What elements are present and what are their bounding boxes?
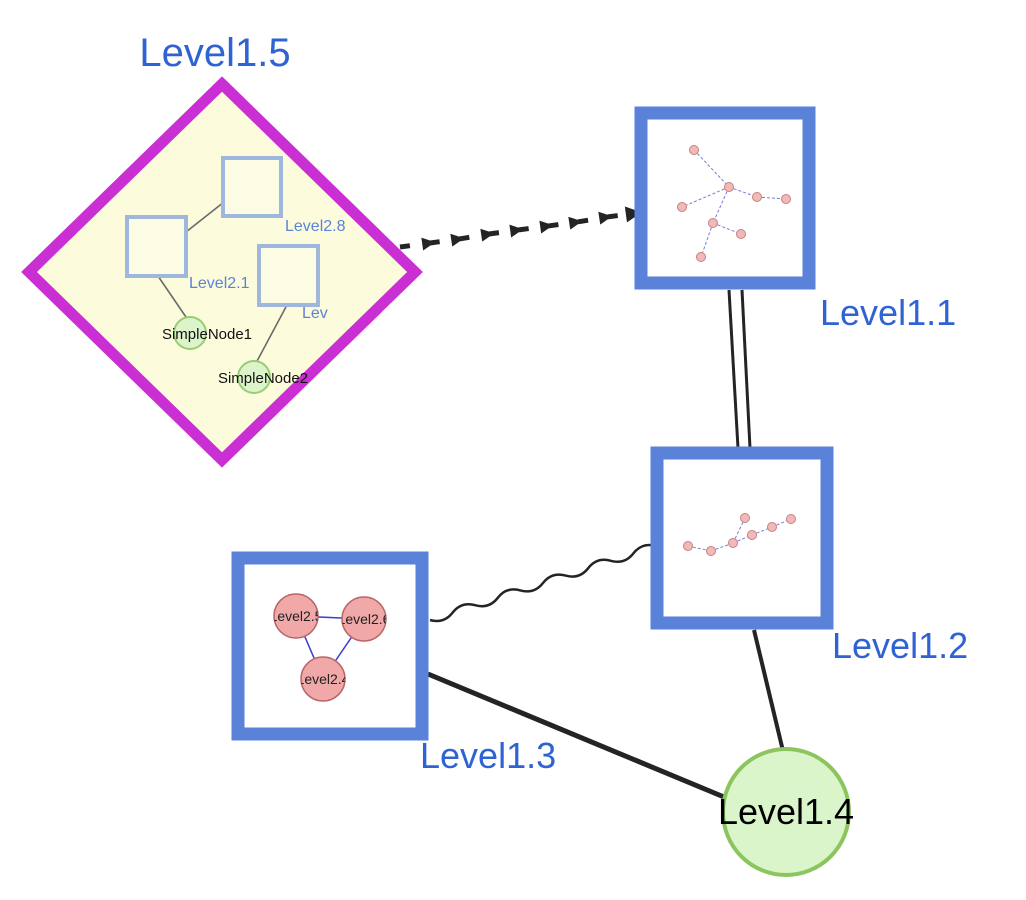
node-level2-6[interactable]: Level2.6 (338, 596, 391, 642)
node-level2-6-label: Level2.6 (338, 611, 391, 627)
node-level1-3-shape[interactable] (231, 551, 429, 741)
mini-node-dot[interactable] (740, 513, 750, 523)
mini-node-dot[interactable] (786, 514, 796, 524)
node-level1-2-shape[interactable] (650, 446, 834, 630)
mini-edge (681, 186, 730, 208)
node-level2-4-label: Level2.4 (297, 671, 350, 687)
edge-level1-5-to-level1-1-dashed-arrow[interactable] (399, 206, 642, 251)
mini-edge (710, 542, 734, 552)
node-level2-1-label: Level2.1 (189, 275, 250, 292)
node-level1-1-label: Level1.1 (820, 292, 956, 333)
mini-edge (700, 222, 714, 258)
node-level2-5[interactable]: Level2.5 (270, 593, 323, 639)
mini-edge (712, 186, 730, 224)
mini-node-dot[interactable] (781, 194, 791, 204)
node-simplenode2-label: SimpleNode2 (218, 370, 308, 387)
node-level2-5-shape[interactable] (273, 593, 319, 639)
node-level1-5-label: Level1.5 (139, 31, 290, 75)
node-level1-3[interactable]: Level2.5 Level2.6 Level2.4 Level1.3 (231, 551, 556, 776)
mini-node-dot[interactable] (724, 182, 734, 192)
mini-node-dot[interactable] (706, 546, 716, 556)
node-level1-4-shape[interactable] (721, 747, 851, 877)
edge-level2-1-to-level2-8 (185, 201, 225, 233)
mini-edge (712, 222, 742, 235)
mini-node-dot[interactable] (683, 541, 693, 551)
mini-node-dot[interactable] (696, 252, 706, 262)
node-level2-8-shape[interactable] (221, 156, 283, 218)
edge-level2-1-to-simplenode1 (157, 275, 189, 321)
mini-node-dot[interactable] (677, 202, 687, 212)
node-level2-1[interactable]: Level2.1 (125, 215, 250, 292)
mini-edge (693, 149, 730, 188)
node-level1-2-label: Level1.2 (832, 625, 968, 666)
node-level1-2-minigraph (683, 513, 796, 556)
edge-level2-lev-to-simplenode2 (255, 304, 288, 364)
mini-node-dot[interactable] (708, 218, 718, 228)
node-level2-6-shape[interactable] (341, 596, 387, 642)
node-simplenode1-label: SimpleNode1 (162, 326, 252, 343)
node-level2-8[interactable]: Level2.8 (221, 156, 346, 235)
mini-node-dot[interactable] (728, 538, 738, 548)
mini-node-dot[interactable] (689, 145, 699, 155)
node-level2-lev-label: Lev (302, 305, 328, 322)
mini-node-dot[interactable] (747, 530, 757, 540)
node-simplenode2[interactable]: SimpleNode2 (218, 360, 308, 394)
node-level2-lev[interactable]: Lev (257, 244, 328, 322)
node-level1-1-shape[interactable] (634, 106, 816, 290)
mini-node-dot[interactable] (767, 522, 777, 532)
mini-edge (687, 545, 712, 552)
node-level1-5-shape[interactable] (21, 76, 423, 468)
double-edge-line-2 (740, 289, 752, 449)
node-level2-lev-shape[interactable] (257, 244, 320, 307)
node-simplenode2-shape[interactable] (237, 360, 271, 394)
double-edge-line-1 (727, 289, 740, 449)
edge-level1-1-to-level1-2-double[interactable] (727, 289, 752, 449)
edge-level1-3-to-level1-4[interactable] (427, 671, 725, 800)
node-level2-8-label: Level2.8 (285, 218, 346, 235)
node-simplenode1-shape[interactable] (173, 316, 207, 350)
mini-node-dot[interactable] (736, 229, 746, 239)
node-level1-5[interactable]: Level1.5 Level2.8 Level2.1 Lev SimpleNod… (21, 31, 423, 468)
mini-node-dot[interactable] (752, 192, 762, 202)
edge-level1-3-to-level1-2-wavy[interactable] (429, 543, 657, 623)
node-level1-2[interactable]: Level1.2 (650, 446, 968, 666)
edge-level1-2-to-level1-4[interactable] (752, 629, 785, 752)
node-level1-1[interactable]: Level1.1 (634, 106, 956, 333)
node-level1-4-label: Level1.4 (718, 791, 854, 832)
node-level2-4-shape[interactable] (300, 656, 346, 702)
node-level1-4[interactable]: Level1.4 (718, 747, 854, 877)
node-level1-1-minigraph (677, 145, 791, 262)
node-level1-3-label: Level1.3 (420, 735, 556, 776)
node-level2-1-shape[interactable] (125, 215, 188, 278)
node-level2-4[interactable]: Level2.4 (297, 656, 350, 702)
node-level2-5-label: Level2.5 (270, 608, 323, 624)
node-simplenode1[interactable]: SimpleNode1 (162, 316, 252, 350)
